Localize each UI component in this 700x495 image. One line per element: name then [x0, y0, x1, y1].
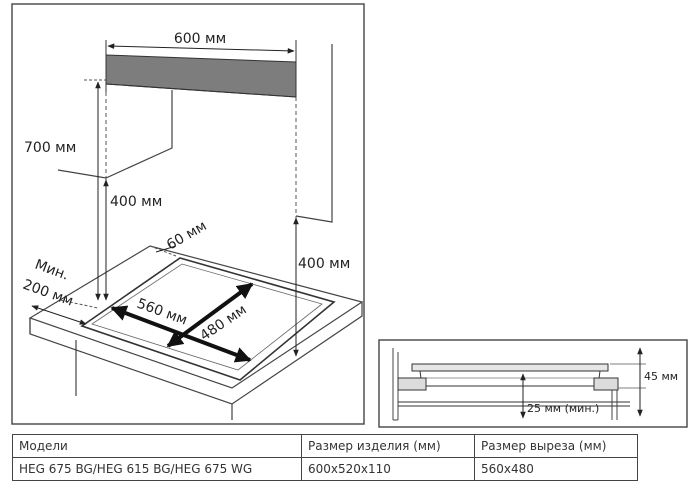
dim-label-400-right: 400 мм — [298, 256, 350, 272]
dim-label-60: 60 мм — [164, 218, 210, 254]
arrow-480 — [166, 282, 254, 348]
table-cell: HEG 675 BG/HEG 615 BG/HEG 675 WG — [12, 457, 302, 481]
hob-glass-section — [411, 363, 609, 372]
dim-line-600 — [107, 43, 295, 54]
table-header-row: Модели Размер изделия (мм) Размер выреза… — [12, 434, 638, 458]
countertop-section-left — [397, 377, 427, 391]
table-header-cell: Размер изделия (мм) — [301, 434, 475, 458]
table-cell: 560x480 — [474, 457, 638, 481]
dim-label-600: 600 мм — [174, 31, 226, 47]
specification-table: Модели Размер изделия (мм) Размер выреза… — [12, 434, 638, 481]
dim-line-200 — [31, 305, 87, 325]
dim-label-min: Мин. — [33, 257, 71, 284]
right-upper-cabinet — [295, 44, 333, 223]
left-upper-cabinet — [57, 90, 173, 179]
table-row: HEG 675 BG/HEG 615 BG/HEG 675 WG 600x520… — [12, 457, 638, 481]
countertop-section-right — [593, 377, 619, 391]
dim-label-700: 700 мм — [24, 140, 76, 156]
section-frame — [378, 339, 688, 428]
dim-label-200: 200 мм — [21, 277, 76, 310]
dim-label-400-left: 400 мм — [110, 194, 162, 210]
table-header-cell: Модели — [12, 434, 302, 458]
hood-bottom-edge — [105, 83, 297, 98]
dim-label-25: 25 мм (мин.) — [527, 402, 599, 415]
main-installation-diagram: 600 мм 700 мм 400 мм 400 мм 60 мм Мин. 2… — [11, 3, 365, 425]
section-diagram: 45 мм 25 мм (мин.) — [378, 339, 688, 428]
dim-label-45: 45 мм — [644, 370, 678, 383]
table-header-cell: Размер выреза (мм) — [474, 434, 638, 458]
dim-line-60 — [155, 245, 177, 253]
diagram-frame — [11, 3, 365, 425]
table-cell: 600x520x110 — [301, 457, 475, 481]
hob-body-section — [419, 370, 601, 387]
